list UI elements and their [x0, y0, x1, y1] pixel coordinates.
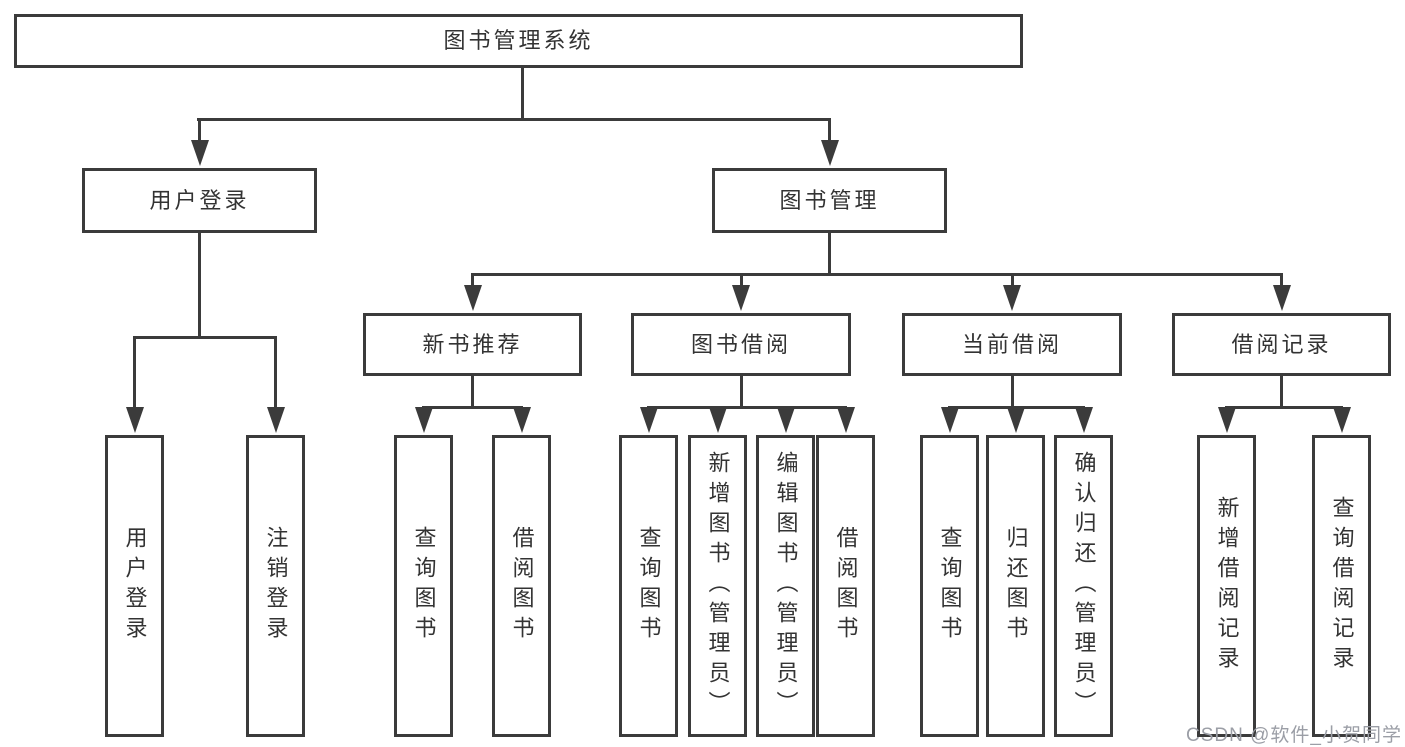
arrowhead-leaf-user-login [125, 407, 144, 433]
leaf-query-borrow-record-label: 查询借阅记录 [1329, 496, 1355, 676]
connector-level2-horizontal [197, 118, 831, 121]
leaf-query-books-rec-label: 查询图书 [411, 526, 437, 646]
leaf-add-books-admin: 新增图书（管理员） [688, 435, 747, 737]
arrowhead-leaf-edit-books-admin [776, 407, 795, 433]
arrowhead-book-borrow [732, 285, 750, 311]
arrowhead-leaf-query-borrow-record [1332, 407, 1351, 433]
connector-arrow-line-leaf-user-login [133, 339, 136, 409]
connector-arrow-line-borrow-records [1280, 276, 1283, 288]
arrowhead-leaf-return-books [1006, 407, 1025, 433]
leaf-logout-label: 注销登录 [263, 526, 289, 646]
node-new-book-rec-label: 新书推荐 [422, 331, 523, 357]
csdn-watermark: CSDN @软件_小贺同学 [1186, 725, 1402, 746]
arrowhead-new-book-rec [463, 285, 482, 311]
leaf-borrow-books-borrow-label: 借阅图书 [833, 526, 859, 646]
connector-arrow-line-leaf-logout [274, 339, 277, 409]
leaf-query-borrow-record: 查询借阅记录 [1312, 435, 1371, 737]
leaf-query-books-borrow-label: 查询图书 [636, 526, 662, 646]
leaf-edit-books-admin: 编辑图书（管理员） [756, 435, 815, 737]
arrowhead-leaf-add-books-admin [708, 407, 727, 433]
node-current-borrow: 当前借阅 [902, 313, 1122, 376]
arrowhead-leaf-query-books-borrow [639, 407, 658, 433]
leaf-borrow-books-borrow: 借阅图书 [816, 435, 875, 737]
node-book-borrow-label: 图书借阅 [690, 331, 791, 357]
node-user-login: 用户登录 [82, 168, 317, 233]
arrowhead-leaf-borrow-books-rec [512, 407, 531, 433]
connector-user-login-drop [198, 233, 201, 339]
connector-book-borrow-horizontal [647, 406, 847, 409]
node-book-mgmt: 图书管理 [712, 168, 947, 233]
connector-arrow-line-current-borrow [1010, 276, 1014, 288]
arrowhead-leaf-borrow-books-borrow [836, 407, 855, 433]
leaf-query-books-rec: 查询图书 [394, 435, 453, 737]
arrowhead-leaf-query-books-rec [414, 407, 433, 433]
leaf-confirm-return-admin-label: 确认归还（管理员） [1071, 451, 1097, 721]
leaf-add-borrow-record-label: 新增借阅记录 [1214, 496, 1240, 676]
node-user-login-label: 用户登录 [149, 187, 250, 213]
connector-current-borrow-drop [1010, 376, 1014, 409]
node-root-label: 图书管理系统 [443, 28, 594, 53]
node-borrow-records: 借阅记录 [1172, 313, 1391, 376]
node-borrow-records-label: 借阅记录 [1231, 331, 1332, 357]
connector-borrow-records-horizontal [1225, 406, 1343, 409]
connector-book-mgmt-drop [828, 233, 831, 276]
connector-arrow-line-new-book-rec [471, 276, 474, 288]
connector-book-borrow-drop [739, 376, 743, 409]
connector-drop-user-login [198, 121, 201, 142]
leaf-borrow-books-rec-label: 借阅图书 [509, 526, 535, 646]
leaf-edit-books-admin-label: 编辑图书（管理员） [773, 451, 799, 721]
arrowhead-user-login [190, 140, 209, 166]
node-book-borrow: 图书借阅 [631, 313, 851, 376]
connector-user-login-horizontal [133, 336, 277, 339]
node-new-book-rec: 新书推荐 [363, 313, 582, 376]
arrowhead-current-borrow [1003, 285, 1021, 311]
leaf-user-login: 用户登录 [105, 435, 164, 737]
node-current-borrow-label: 当前借阅 [961, 331, 1062, 357]
leaf-return-books-label: 归还图书 [1003, 526, 1029, 646]
arrowhead-leaf-add-borrow-record [1217, 407, 1236, 433]
arrowhead-leaf-logout [266, 407, 285, 433]
connector-new-book-rec-drop [471, 376, 474, 409]
arrowhead-leaf-query-books-current [940, 407, 959, 433]
arrowhead-borrow-records [1272, 285, 1291, 311]
connector-level3-horizontal [471, 273, 1283, 276]
leaf-query-books-borrow: 查询图书 [619, 435, 678, 737]
connector-drop-book-mgmt [828, 121, 831, 142]
arrowhead-book-mgmt [820, 140, 839, 166]
leaf-logout: 注销登录 [246, 435, 305, 737]
leaf-return-books: 归还图书 [986, 435, 1045, 737]
connector-borrow-records-drop [1280, 376, 1283, 409]
leaf-add-books-admin-label: 新增图书（管理员） [705, 451, 731, 721]
leaf-query-books-current-label: 查询图书 [937, 526, 963, 646]
connector-new-book-rec-horizontal [422, 406, 523, 409]
leaf-query-books-current: 查询图书 [920, 435, 979, 737]
arrowhead-leaf-confirm-return-admin [1074, 407, 1093, 433]
node-root: 图书管理系统 [14, 14, 1023, 68]
connector-root-trunk [521, 68, 524, 121]
leaf-borrow-books-rec: 借阅图书 [492, 435, 551, 737]
leaf-user-login-label: 用户登录 [122, 526, 148, 646]
leaf-confirm-return-admin: 确认归还（管理员） [1054, 435, 1113, 737]
node-book-mgmt-label: 图书管理 [779, 187, 880, 213]
connector-arrow-line-book-borrow [739, 276, 743, 288]
leaf-add-borrow-record: 新增借阅记录 [1197, 435, 1256, 737]
